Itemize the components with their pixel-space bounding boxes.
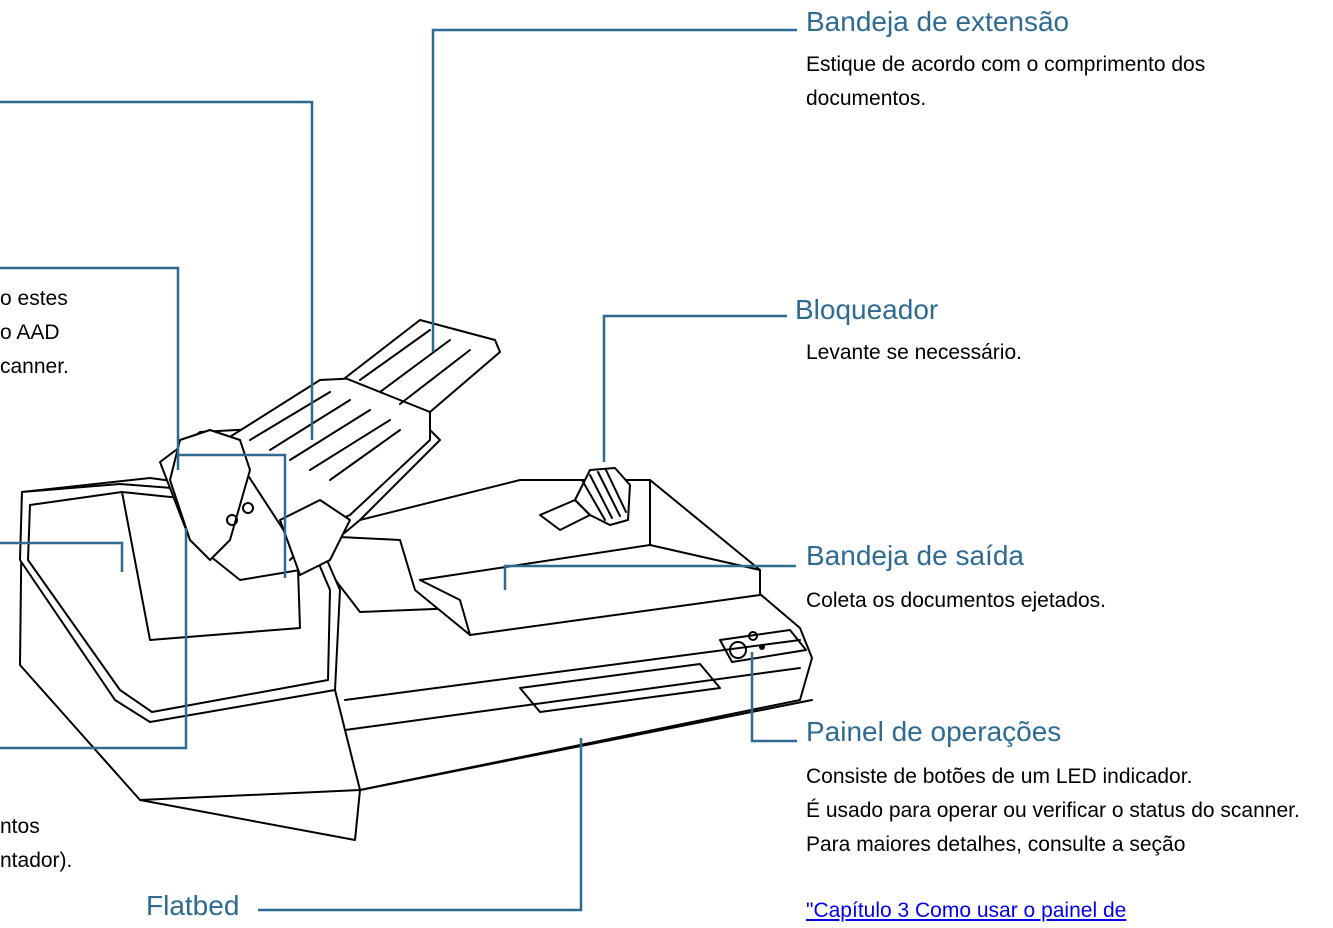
operator-panel-line1: Consiste de botões de um LED indicador.: [806, 765, 1193, 788]
leader-stopper: [602, 314, 787, 462]
guide-fragment-3: canner.: [0, 355, 69, 378]
guide-fragment-2: o AAD: [0, 321, 60, 344]
leader-operator-panel: [750, 652, 797, 743]
output-tray-title: Bandeja de saída: [806, 540, 1024, 571]
leader-adf: [0, 541, 124, 572]
bottom-fragment-1: ntos: [0, 815, 40, 838]
extension-tray-description: Estique de acordo com o comprimento dos …: [806, 53, 1206, 110]
operator-panel-line3: Para maiores detalhes, consulte a seção: [806, 833, 1186, 856]
leader-paper-guides: [0, 266, 180, 470]
flatbed-title: Flatbed: [146, 890, 240, 921]
operator-panel-line2: É usado para operar ou verificar o statu…: [806, 799, 1300, 822]
guide-fragment-1: o estes: [0, 287, 68, 310]
operator-panel-title: Painel de operações: [806, 716, 1062, 747]
operator-panel-description: Consiste de botões de um LED indicador. …: [806, 760, 1333, 862]
bottom-fragment-2: ntador).: [0, 849, 73, 872]
leader-flatbed: [258, 738, 583, 912]
leader-feed-roller: [0, 528, 188, 750]
operator-panel-chapter-link[interactable]: "Capítulo 3 Como usar o painel de: [806, 899, 1127, 922]
stopper-description: Levante se necessário.: [806, 341, 1022, 364]
leader-extension-tray: [431, 28, 797, 352]
leader-paper-chute: [0, 100, 314, 440]
stopper-title: Bloqueador: [795, 294, 939, 325]
output-tray-description: Coleta os documentos ejetados.: [806, 589, 1107, 612]
extension-tray-title: Bandeja de extensão: [806, 6, 1070, 37]
leader-output-tray: [503, 564, 796, 590]
